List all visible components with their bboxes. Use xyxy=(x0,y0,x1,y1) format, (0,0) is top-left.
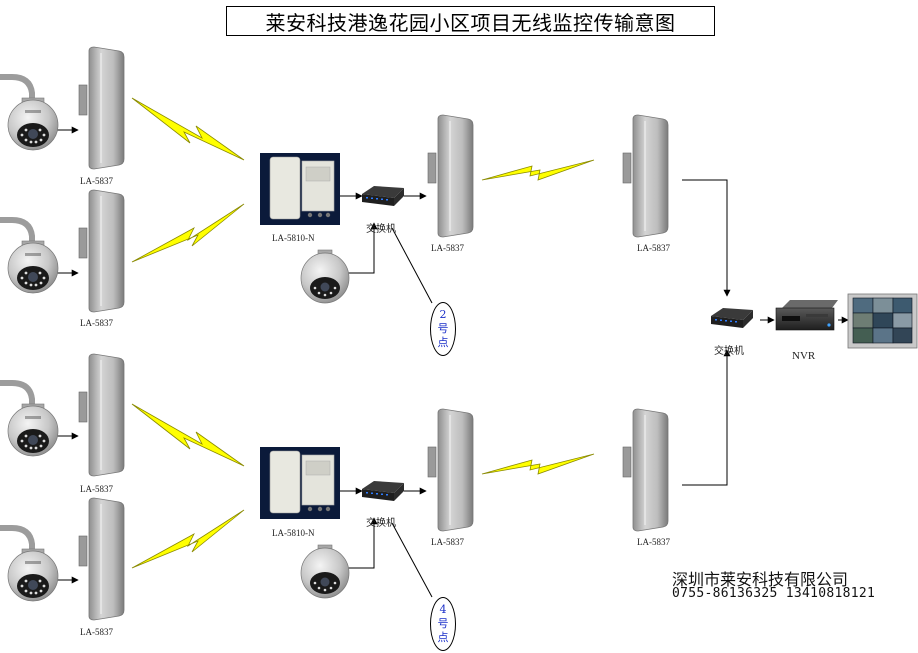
panel-antenna-icon xyxy=(622,408,669,532)
point-number: 2 xyxy=(439,308,447,321)
dome-camera-icon xyxy=(0,77,58,150)
device-label: LA-5837 xyxy=(637,537,670,547)
point-marker-2: 2 号 点 xyxy=(430,302,456,356)
device-label: LA-5837 xyxy=(431,243,464,253)
nvr-label: NVR xyxy=(792,350,816,362)
point-text: 号 xyxy=(437,617,449,630)
device-label: LA-5837 xyxy=(637,243,670,253)
device-label: LA-5837 xyxy=(80,484,113,494)
point-text: 点 xyxy=(437,336,449,349)
network-switch-icon xyxy=(362,186,404,206)
wireless-link-icon xyxy=(131,509,245,569)
device-label: LA-5810-N xyxy=(272,233,315,243)
wireless-link-icon xyxy=(481,159,595,181)
panel-antenna-icon xyxy=(78,46,125,170)
network-switch-icon xyxy=(711,308,753,328)
dome-camera-icon xyxy=(0,220,58,293)
base-station-icon xyxy=(259,152,341,226)
panel-antenna-icon xyxy=(78,189,125,313)
switch-label: 交换机 xyxy=(366,224,396,235)
company-phones: 0755-86136325 13410818121 xyxy=(672,586,876,601)
base-station-icon xyxy=(259,446,341,520)
network-switch-icon xyxy=(362,481,404,501)
device-label: LA-5810-N xyxy=(272,528,315,538)
device-label: LA-5837 xyxy=(80,176,113,186)
panel-antenna-icon xyxy=(78,353,125,477)
panel-antenna-icon xyxy=(622,114,669,238)
dome-camera-icon xyxy=(300,249,350,304)
panel-antenna-icon xyxy=(427,114,474,238)
wireless-link-icon xyxy=(131,403,245,467)
device-label: LA-5837 xyxy=(80,627,113,637)
nvr-recorder-icon xyxy=(775,300,838,331)
dome-camera-icon xyxy=(300,544,350,599)
panel-antenna-icon xyxy=(427,408,474,532)
wireless-link-icon xyxy=(131,97,245,161)
device-label: LA-5837 xyxy=(80,318,113,328)
point-text: 号 xyxy=(437,322,449,335)
wireless-link-icon xyxy=(131,203,245,263)
wireless-link-icon xyxy=(481,453,595,475)
device-label: LA-5837 xyxy=(431,537,464,547)
diagram-title: 莱安科技港逸花园小区项目无线监控传输意图 xyxy=(226,6,715,36)
point-marker-4: 4 号 点 xyxy=(430,597,456,651)
dome-camera-icon xyxy=(0,528,58,601)
dome-camera-icon xyxy=(0,383,58,456)
connection-lines xyxy=(52,126,849,598)
company-name: 深圳市莱安科技有限公司 xyxy=(672,570,849,589)
panel-antenna-icon xyxy=(78,497,125,621)
monitor-icon xyxy=(847,293,918,349)
switch-label: 交换机 xyxy=(714,346,744,357)
point-number: 4 xyxy=(439,603,447,616)
point-text: 点 xyxy=(437,631,449,644)
switch-label: 交换机 xyxy=(366,518,396,529)
